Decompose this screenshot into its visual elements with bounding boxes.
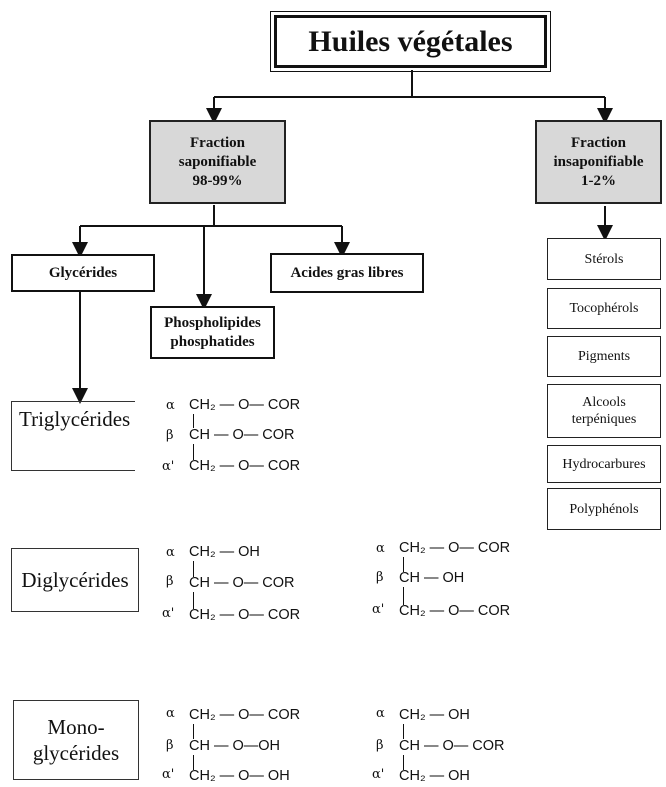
saponifiable-line1: Fraction <box>190 134 245 151</box>
alpha-label: α <box>166 545 175 560</box>
alpha-label: α <box>376 706 385 721</box>
alpha-label: α <box>376 541 385 556</box>
beta-label: β <box>166 428 174 443</box>
alpha-prime-label: α' <box>162 606 175 621</box>
bond-line <box>403 557 404 572</box>
insap-item-label: Stérols <box>584 251 624 267</box>
bond-line <box>403 755 404 770</box>
alpha-prime-label: α' <box>162 767 175 782</box>
phospho-line2: phosphatides <box>170 333 255 350</box>
insap-item-label: Polyphénols <box>569 501 639 517</box>
page-title: Huiles végétales <box>270 11 551 72</box>
beta-label: β <box>376 738 384 753</box>
insap-item-tocopherols: Tocophérols <box>547 288 661 329</box>
formula-row: CH₂ — OH <box>399 768 470 784</box>
beta-label: β <box>166 738 174 753</box>
insaponifiable-fraction-box: Fraction insaponifiable 1-2% <box>535 120 662 204</box>
insap-item-pigments: Pigments <box>547 336 661 377</box>
bond-line <box>193 724 194 739</box>
insap-item-alcools-terpeniques: Alcools terpéniques <box>547 384 661 438</box>
monoglyceride-formula-1: α CH₂ — O— COR β CH — O—OH α' CH₂ — O— O… <box>162 705 342 787</box>
bond-line <box>193 444 194 460</box>
glycerides-label: Glycérides <box>48 264 118 281</box>
insaponifiable-line3: 1-2% <box>581 172 616 189</box>
monoglyceride-formula-2: α CH₂ — OH β CH — O— COR α' CH₂ — OH <box>372 705 552 787</box>
phospholipides-box: Phospholipides phosphatides <box>150 306 275 359</box>
monoglycerides-label-1: Mono- <box>47 715 105 739</box>
title-text: Huiles végétales <box>308 24 513 58</box>
monoglycerides-box: Mono- glycérides <box>13 700 139 780</box>
insap-item-polyphenols: Polyphénols <box>547 488 661 530</box>
triglycerides-label: Triglycérides <box>19 407 131 431</box>
formula-row: CH — O— COR <box>189 427 295 443</box>
beta-label: β <box>166 574 174 589</box>
diglycerides-label: Diglycérides <box>21 567 129 592</box>
diglyceride-formula-1: α CH₂ — OH β CH — O— COR α' CH₂ — O— COR <box>162 543 342 627</box>
phospho-line1: Phospholipides <box>164 314 261 331</box>
insaponifiable-line2: insaponifiable <box>553 153 644 170</box>
triglyceride-formula: α CH₂ — O— COR β CH — O— COR α' CH₂ — O—… <box>162 394 342 478</box>
formula-row: CH — OH <box>399 570 465 586</box>
glycerides-box: Glycérides <box>11 254 155 292</box>
saponifiable-line2: saponifiable <box>178 153 257 170</box>
beta-label: β <box>376 570 384 585</box>
bond-line <box>193 414 194 428</box>
saponifiable-fraction-box: Fraction saponifiable 98-99% <box>149 120 286 204</box>
alpha-label: α <box>166 706 175 721</box>
diglycerides-box: Diglycérides <box>11 548 139 612</box>
alpha-prime-label: α' <box>372 602 385 617</box>
formula-row: CH — O—OH <box>189 738 281 754</box>
insaponifiable-line1: Fraction <box>571 134 626 151</box>
alpha-prime-label: α' <box>372 767 385 782</box>
insap-item-label: Alcools terpéniques <box>571 395 637 427</box>
formula-row: CH₂ — OH <box>399 707 470 723</box>
formula-row: CH₂ — O— COR <box>189 707 301 723</box>
triglycerides-frame <box>11 401 135 471</box>
formula-row: CH₂ — O— COR <box>399 540 511 556</box>
formula-row: CH₂ — O— COR <box>189 458 301 474</box>
diglyceride-formula-2: α CH₂ — O— COR β CH — OH α' CH₂ — O— COR <box>372 539 552 623</box>
alpha-label: α <box>166 398 175 413</box>
bond-line <box>193 755 194 770</box>
bond-line <box>193 561 194 577</box>
formula-row: CH₂ — O— COR <box>399 603 511 619</box>
bond-line <box>403 587 404 605</box>
formula-row: CH₂ — O— COR <box>189 607 301 623</box>
insap-item-label: Hydrocarbures <box>562 456 646 472</box>
formula-row: CH₂ — O— COR <box>189 397 301 413</box>
monoglycerides-label-2: glycérides <box>32 741 120 765</box>
formula-row: CH₂ — OH <box>189 544 260 560</box>
formula-row: CH — O— COR <box>189 575 295 591</box>
formula-row: CH — O— COR <box>399 738 505 754</box>
insap-item-sterols: Stérols <box>547 238 661 280</box>
formula-row: CH₂ — O— OH <box>189 768 290 784</box>
saponifiable-line3: 98-99% <box>192 172 243 189</box>
insap-item-label: Pigments <box>577 349 631 364</box>
acides-gras-libres-box: Acides gras libres <box>270 253 424 293</box>
insap-item-label: Tocophérols <box>569 301 639 316</box>
alpha-prime-label: α' <box>162 459 175 474</box>
bond-line <box>403 724 404 739</box>
acides-gras-libres-label: Acides gras libres <box>290 264 404 281</box>
insap-item-hydrocarbures: Hydrocarbures <box>547 445 661 483</box>
bond-line <box>193 592 194 609</box>
